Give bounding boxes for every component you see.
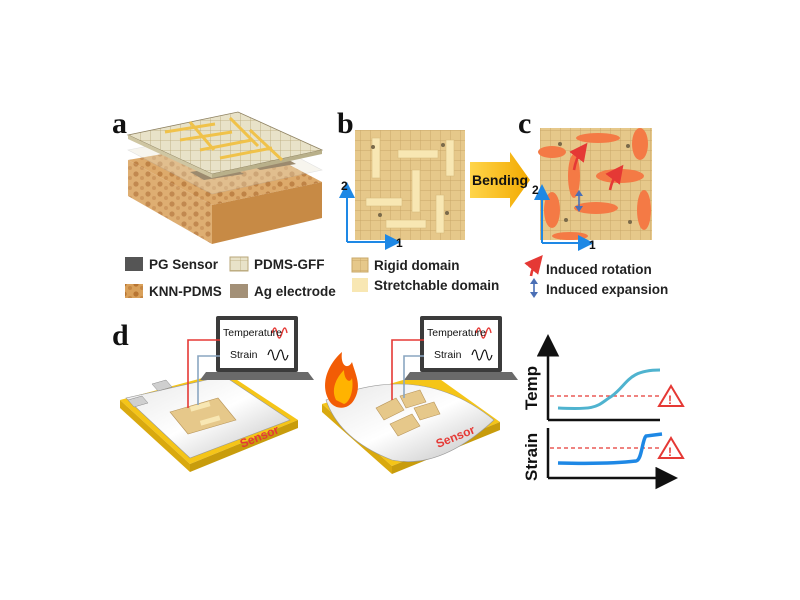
strain-plot-label: Strain <box>522 433 541 481</box>
legend-rigid-domain: Rigid domain <box>374 258 460 273</box>
temperature-wire-swollen <box>391 339 424 400</box>
rotation-arrow-icon <box>524 255 543 277</box>
laptop-normal-strain-label: Strain <box>230 349 258 361</box>
temp-warning-symbol: ! <box>668 393 672 407</box>
deformed-pattern-c <box>538 128 652 240</box>
bending-label: Bending <box>472 172 528 188</box>
legend-induced-rotation: Induced rotation <box>546 262 652 277</box>
laptop-swollen-temperature-label: Temperature <box>427 327 486 339</box>
strain-wire-normal <box>197 355 220 405</box>
axis-label-1-b: 1 <box>396 236 403 250</box>
stretchable-domain-swatch <box>352 278 368 292</box>
laptop-swollen-strain-label: Strain <box>434 349 462 361</box>
panel-letter-b: b <box>337 107 354 140</box>
panel-letter-a: a <box>112 107 127 140</box>
axis-label-1-c: 1 <box>589 238 596 252</box>
strain-warning-icon <box>657 436 685 459</box>
temperature-wire-normal <box>187 339 220 408</box>
temp-warning-icon <box>657 384 685 407</box>
axis-label-2-b: 2 <box>341 179 348 193</box>
battery-normal <box>120 372 298 472</box>
panel-letter-d: d <box>112 319 129 352</box>
flame-icon <box>325 352 358 408</box>
laptop-normal-temperature-label: Temperature <box>223 327 282 339</box>
strain-curve <box>557 432 663 466</box>
battery-swollen <box>322 372 500 474</box>
bending-arrow <box>470 152 530 208</box>
knn-pdms-swatch <box>125 284 143 298</box>
laptop-swollen <box>404 316 518 380</box>
expansion-arrow-icon <box>530 278 538 298</box>
rigid-domain-swatch <box>351 257 369 273</box>
pg-sensor-swatch <box>125 257 143 271</box>
ag-electrode-swatch <box>230 284 248 298</box>
legend-pg-sensor: PG Sensor <box>149 257 219 272</box>
laptop-normal <box>200 316 314 380</box>
legend-knn-pdms: KNN-PDMS <box>149 284 222 299</box>
axis-label-2-c: 2 <box>532 183 539 197</box>
legend-pdms-gff: PDMS-GFF <box>254 257 325 272</box>
legend-ag-electrode: Ag electrode <box>254 284 336 299</box>
strain-wire-swollen <box>403 355 424 398</box>
legend-induced-expansion: Induced expansion <box>546 282 668 297</box>
strain-warning-symbol: ! <box>668 445 672 459</box>
temp-plot-label: Temp <box>522 366 541 410</box>
panel-letter-c: c <box>518 107 531 140</box>
temp-curve <box>557 368 661 410</box>
legend-stretchable-domain: Stretchable domain <box>374 278 499 293</box>
rigid-domain-pattern-b <box>355 130 465 240</box>
layered-device-illustration <box>126 111 324 244</box>
pdms-gff-swatch <box>229 256 249 272</box>
